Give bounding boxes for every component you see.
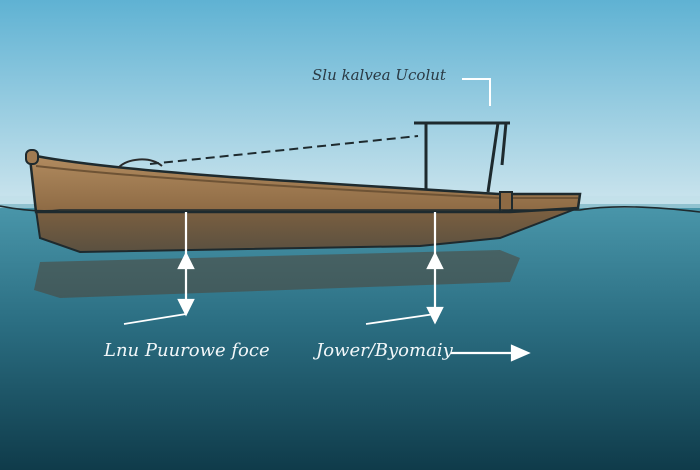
- left-label-leader: [123, 313, 187, 325]
- label-leader-line: [462, 78, 491, 106]
- weight-force-arrow: [426, 212, 444, 325]
- boat-top-label: Slu kalvea Ucolut: [312, 66, 446, 84]
- right-label-leader: [365, 313, 436, 325]
- boat-stern: [499, 191, 513, 214]
- buoyant-force-label: Lnu Puurowe foce: [104, 340, 270, 361]
- waterline: [0, 205, 700, 213]
- rigging-line: [149, 135, 419, 165]
- boat-gunwale: [35, 165, 578, 199]
- direction-arrow: [451, 344, 531, 362]
- buoyant-force-arrow: [177, 212, 195, 317]
- weight-force-label: Jower/Byomaiy: [316, 340, 453, 361]
- boat-bow-post: [25, 149, 39, 165]
- cabin-frame: [414, 121, 510, 193]
- boat-reflection: [34, 250, 520, 298]
